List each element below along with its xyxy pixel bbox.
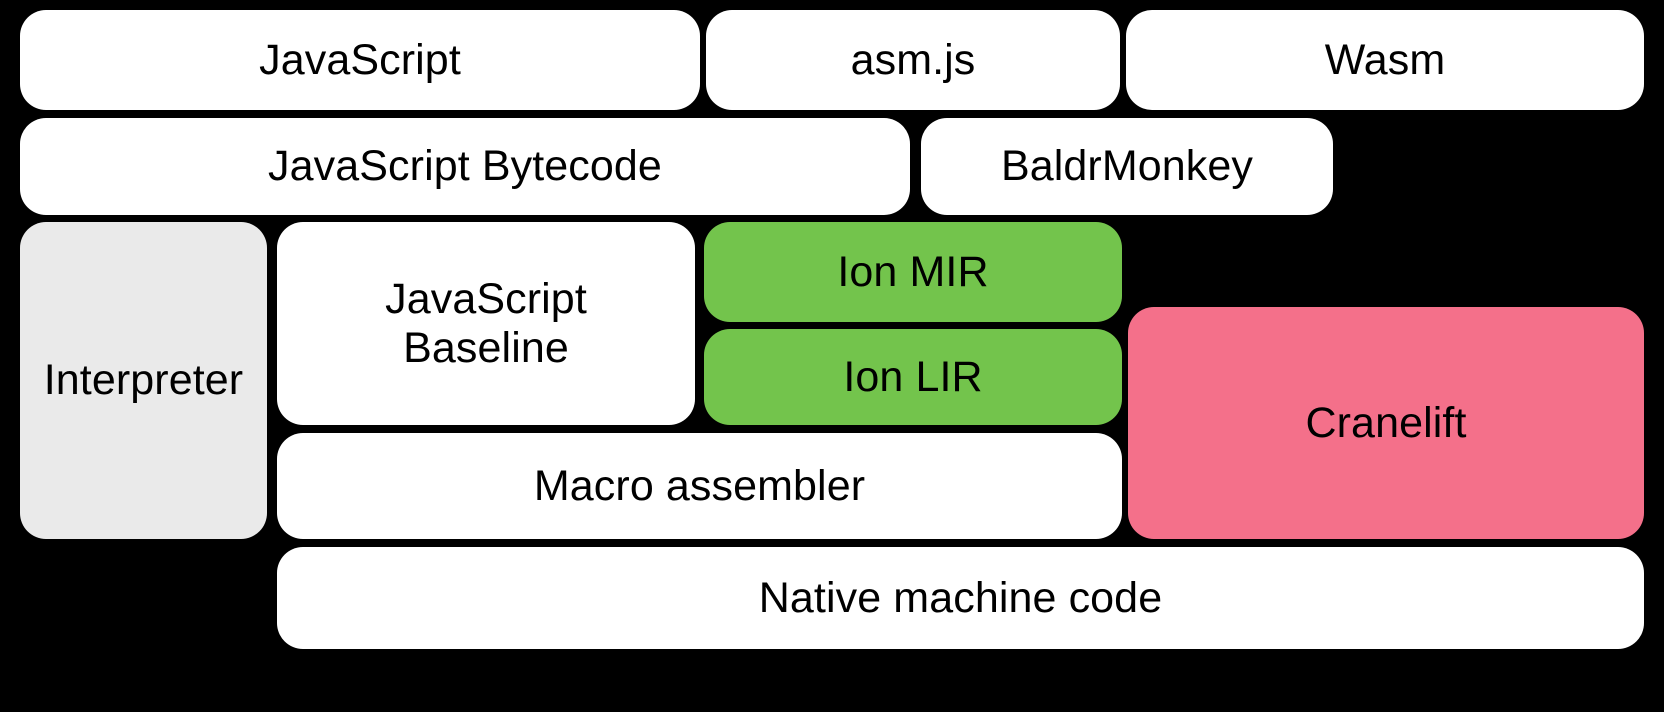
node-ion-lir[interactable]: Ion LIR — [704, 329, 1122, 425]
node-javascript-baseline-label: JavaScript Baseline — [385, 275, 587, 372]
node-asmjs[interactable]: asm.js — [706, 10, 1120, 110]
node-cranelift[interactable]: Cranelift — [1128, 307, 1644, 539]
node-cranelift-label: Cranelift — [1305, 398, 1467, 447]
node-wasm-label: Wasm — [1324, 35, 1446, 84]
node-javascript-baseline[interactable]: JavaScript Baseline — [277, 222, 695, 425]
node-macro-assembler[interactable]: Macro assembler — [277, 433, 1122, 539]
node-javascript-bytecode[interactable]: JavaScript Bytecode — [20, 118, 910, 215]
node-native-machine-code-label: Native machine code — [758, 573, 1163, 622]
node-baldrmonkey[interactable]: BaldrMonkey — [921, 118, 1333, 215]
node-macro-assembler-label: Macro assembler — [533, 461, 866, 510]
node-native-machine-code[interactable]: Native machine code — [277, 547, 1644, 649]
node-ion-lir-label: Ion LIR — [843, 352, 983, 401]
node-ion-mir[interactable]: Ion MIR — [704, 222, 1122, 322]
node-wasm[interactable]: Wasm — [1126, 10, 1644, 110]
node-baldrmonkey-label: BaldrMonkey — [1000, 142, 1254, 191]
node-javascript-bytecode-label: JavaScript Bytecode — [268, 142, 662, 191]
node-interpreter[interactable]: Interpreter — [20, 222, 267, 539]
node-asmjs-label: asm.js — [850, 35, 976, 84]
node-javascript-label: JavaScript — [259, 35, 461, 84]
node-ion-mir-label: Ion MIR — [837, 247, 989, 296]
node-javascript[interactable]: JavaScript — [20, 10, 700, 110]
node-interpreter-label: Interpreter — [43, 356, 244, 405]
